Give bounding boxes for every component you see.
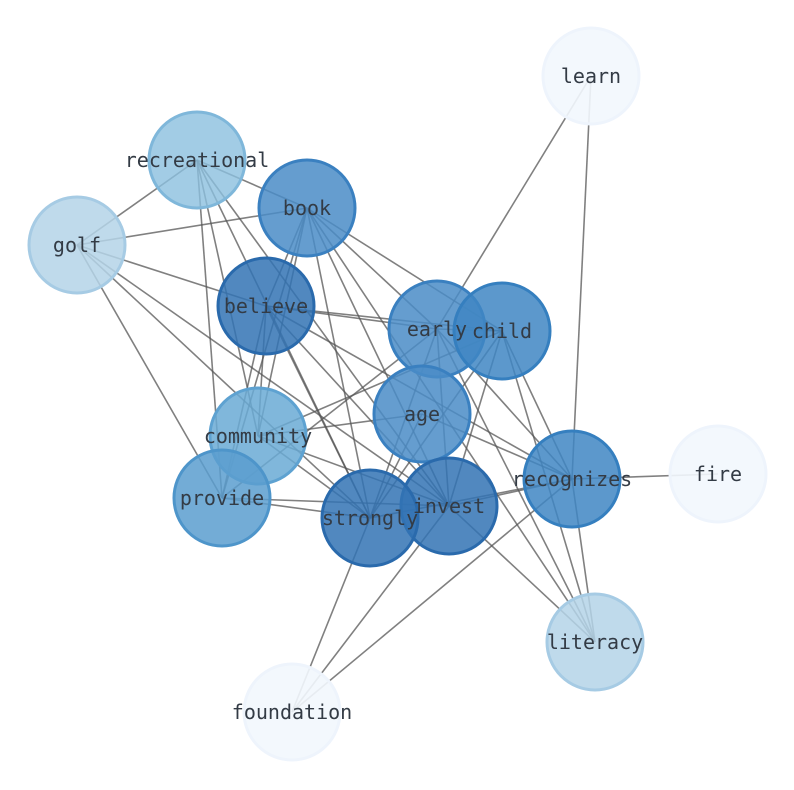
nodes-layer xyxy=(27,26,768,762)
edge-book-strongly xyxy=(306,207,371,519)
node-learn[interactable] xyxy=(541,26,641,126)
node-believe[interactable] xyxy=(216,256,316,356)
edge-learn-recognizes xyxy=(571,75,592,480)
node-label-recreational: recreational xyxy=(125,148,270,172)
node-foundation[interactable] xyxy=(242,662,342,762)
node-label-fire: fire xyxy=(694,462,742,486)
node-label-book: book xyxy=(283,196,331,220)
node-label-literacy: literacy xyxy=(547,630,643,654)
node-label-provide: provide xyxy=(180,486,264,510)
node-label-foundation: foundation xyxy=(232,700,352,724)
edge-golf-strongly xyxy=(76,244,371,519)
node-fire[interactable] xyxy=(668,424,768,524)
edge-recognizes-foundation xyxy=(291,478,573,713)
node-age[interactable] xyxy=(372,364,472,464)
node-recognizes[interactable] xyxy=(522,429,622,529)
node-label-learn: learn xyxy=(561,64,621,88)
node-label-believe: believe xyxy=(224,294,308,318)
node-book[interactable] xyxy=(257,158,357,258)
node-label-age: age xyxy=(404,402,440,426)
node-child[interactable] xyxy=(452,281,552,381)
node-label-child: child xyxy=(472,319,532,343)
edge-early-literacy xyxy=(436,328,596,643)
node-label-invest: invest xyxy=(413,494,485,518)
node-literacy[interactable] xyxy=(545,592,645,692)
edge-golf-invest xyxy=(76,244,450,507)
node-strongly[interactable] xyxy=(320,468,420,568)
node-golf[interactable] xyxy=(27,195,127,295)
node-label-strongly: strongly xyxy=(322,506,418,530)
node-label-early: early xyxy=(407,317,467,341)
node-label-golf: golf xyxy=(53,233,101,257)
node-provide[interactable] xyxy=(172,448,272,548)
node-label-recognizes: recognizes xyxy=(512,467,632,491)
node-label-community: community xyxy=(204,424,312,448)
node-recreational[interactable] xyxy=(147,110,247,210)
